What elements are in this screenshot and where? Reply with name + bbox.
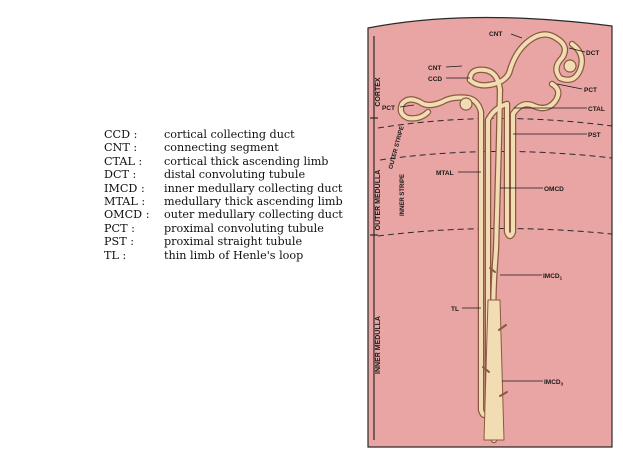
- label-omcd: OMCD: [544, 186, 564, 193]
- label-tl: TL: [451, 306, 459, 313]
- region-label-inner-stripe: INNER STRIPE: [400, 174, 406, 216]
- label-mtal: MTAL: [436, 170, 454, 177]
- label-dct: DCT: [586, 50, 599, 57]
- label-ccd: CCD: [428, 76, 442, 83]
- label-pct-left: PCT: [382, 105, 395, 112]
- label-cnt-top: CNT: [489, 31, 502, 38]
- region-label-cortex: CORTEX: [375, 77, 382, 107]
- region-label-outer-medulla: OUTER MEDULLA: [375, 170, 382, 231]
- region-label-inner-medulla: INNER MEDULLA: [375, 316, 382, 374]
- label-pst: PST: [588, 132, 601, 139]
- label-ctal: CTAL: [588, 106, 605, 113]
- label-pct-right: PCT: [584, 87, 597, 94]
- label-cnt: CNT: [428, 65, 441, 72]
